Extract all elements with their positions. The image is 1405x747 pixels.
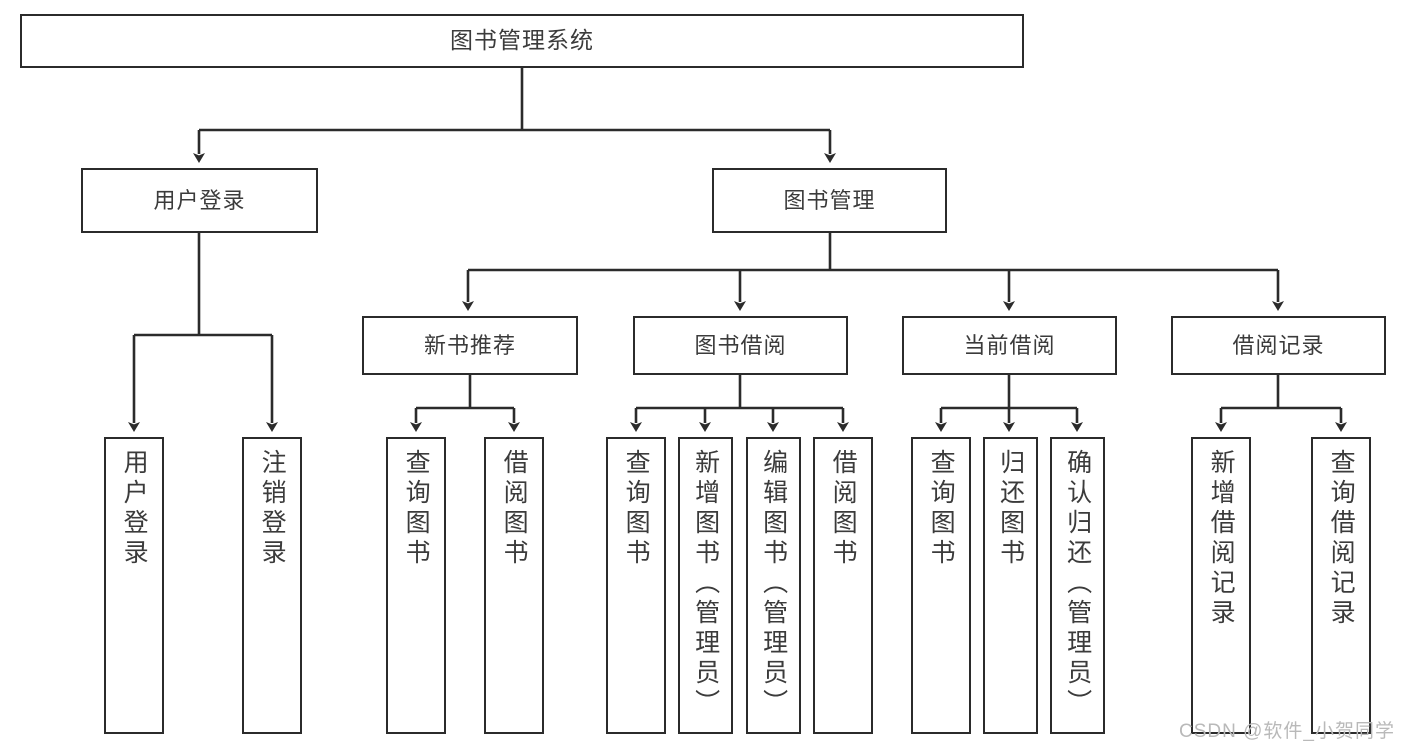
node-leaf-borrow-book[interactable]: 借阅图书 [813,437,873,734]
node-borrow-record[interactable]: 借阅记录 [1171,316,1386,375]
node-leaf-return-book[interactable]: 归还图书 [983,437,1038,734]
node-label: 图书管理 [783,187,876,213]
node-leaf-add-book[interactable]: 新增图书（管理员） [678,437,733,734]
node-current-borrow[interactable]: 当前借阅 [902,316,1117,375]
node-label: 用户登录 [120,449,149,569]
node-label: 查询图书 [402,449,431,569]
node-label: 新增借阅记录 [1207,449,1236,629]
node-label: 查询借阅记录 [1327,449,1356,629]
node-new-book-recommend[interactable]: 新书推荐 [362,316,578,375]
node-label: 用户登录 [153,187,246,213]
node-label: 归还图书 [996,449,1025,569]
node-leaf-confirm-return[interactable]: 确认归还（管理员） [1050,437,1105,734]
node-leaf-query-book-current[interactable]: 查询图书 [911,437,971,734]
node-leaf-edit-book[interactable]: 编辑图书（管理员） [746,437,801,734]
node-leaf-borrow-book-recommend[interactable]: 借阅图书 [484,437,544,734]
node-label: 图书管理系统 [450,27,594,54]
node-leaf-query-book-recommend[interactable]: 查询图书 [386,437,446,734]
node-book-borrow[interactable]: 图书借阅 [633,316,848,375]
watermark: CSDN @软件_小贺同学 [1179,721,1395,742]
node-label: 查询图书 [927,449,956,569]
node-label: 当前借阅 [963,332,1056,358]
node-user-login[interactable]: 用户登录 [81,168,318,233]
node-label: 新增图书（管理员） [691,449,720,719]
node-label: 新书推荐 [423,332,516,358]
node-label: 注销登录 [258,449,287,569]
node-leaf-user-login[interactable]: 用户登录 [104,437,164,734]
node-book-management[interactable]: 图书管理 [712,168,947,233]
node-leaf-query-borrow-record[interactable]: 查询借阅记录 [1311,437,1371,734]
node-label: 借阅图书 [500,449,529,569]
node-label: 查询图书 [622,449,651,569]
node-label: 确认归还（管理员） [1063,449,1092,719]
node-label: 编辑图书（管理员） [759,449,788,719]
node-label: 借阅图书 [829,449,858,569]
node-label: 借阅记录 [1232,332,1325,358]
node-root-system[interactable]: 图书管理系统 [20,14,1024,68]
node-leaf-add-borrow-record[interactable]: 新增借阅记录 [1191,437,1251,734]
node-leaf-query-book-borrow[interactable]: 查询图书 [606,437,666,734]
node-leaf-logout[interactable]: 注销登录 [242,437,302,734]
node-label: 图书借阅 [694,332,787,358]
